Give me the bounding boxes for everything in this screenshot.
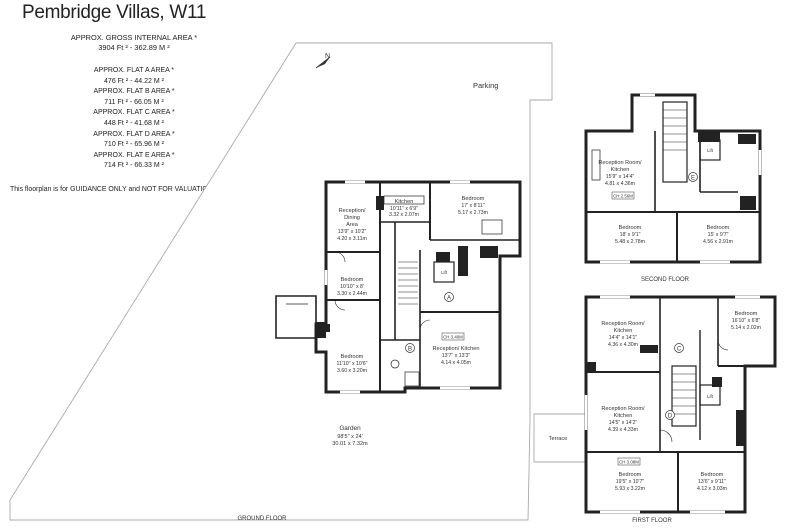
flat-e-value: 714 Ft ² - 66.33 M ² (104, 162, 164, 170)
first-floor-label: FIRST FLOOR (632, 518, 672, 524)
room-dimension: 4.20 x 3.11m (337, 236, 367, 242)
room-dimension: 19'5" x 10'7" (616, 479, 645, 485)
room-name: Kitchen (611, 167, 630, 173)
ceiling-height-label: CH 3.08M (619, 460, 639, 465)
flat-b-label: APPROX. FLAT B AREA * (93, 88, 175, 96)
room-dimension: 5.93 x 3.22m (615, 486, 645, 492)
room-dimension: 10'10" x 8' (340, 284, 364, 290)
room-dimension: 4.39 x 4.33m (608, 427, 638, 433)
lift-label: Lift (441, 270, 448, 275)
room-name: Reception Room/ (601, 321, 645, 327)
flat-e-marker: E (691, 176, 695, 182)
room-dimension: 4.12 x 3.03m (697, 486, 727, 492)
compass-letter: N (325, 53, 330, 60)
flat-a-label: APPROX. FLAT A AREA * (93, 67, 175, 74)
flat-d-marker: D (668, 414, 673, 420)
room-name: Bedroom (341, 277, 364, 283)
room-name: Kitchen (614, 413, 633, 419)
ceiling-height-label: CH 3.40M (443, 335, 463, 340)
room-name: Dining (344, 215, 360, 221)
parking-label: Parking (473, 81, 498, 90)
page-title: Pembridge Villas, W11 (22, 2, 207, 23)
room-dimension: 11'10" x 10'6" (337, 361, 368, 367)
disclaimer-text: This floorplan is for GUIDANCE ONLY and … (10, 186, 245, 193)
room-dimension: 15' x 9'7" (708, 232, 729, 238)
flat-b-value: 711 Ft ² - 66.05 M ² (104, 98, 164, 106)
ceiling-height-label: CH 2.56M (613, 194, 633, 199)
room-name: Bedroom (619, 225, 642, 231)
flat-b-marker: B (408, 347, 412, 353)
room-name: Reception Room/ (598, 160, 642, 166)
room-dimension: 13'9" x 10'2" (338, 229, 367, 235)
room-name: Bedroom (701, 472, 724, 478)
ground-floor-plan (275, 180, 522, 394)
room-dimension: 15'9" x 14'4" (606, 174, 635, 180)
second-floor-label: SECOND FLOOR (641, 277, 690, 283)
room-dimension: 4.14 x 4.05m (441, 360, 471, 366)
room-dimension: 3.30 x 2.44m (337, 291, 367, 297)
garden-label: Garden (339, 425, 361, 432)
site-boundary (9, 42, 553, 521)
garden-dimension: 98'5" x 24' (337, 434, 363, 440)
room-name: Bedroom (462, 196, 485, 202)
room-name: Reception/ (339, 208, 366, 214)
flat-c-marker: C (677, 347, 682, 353)
room-name: Bedroom (619, 472, 642, 478)
room-dimension: 10'11" x 6'9" (390, 206, 418, 212)
room-name: Bedroom (707, 225, 730, 231)
flat-area-list: APPROX. FLAT A AREA * 476 Ft ² - 44.22 M… (0, 66, 268, 172)
flat-e-label: APPROX. FLAT E AREA * (93, 151, 175, 159)
terrace-label: Terrace (549, 436, 568, 442)
room-dimension: 4.36 x 4.30m (608, 342, 638, 348)
room-name: Kitchen (395, 199, 414, 205)
room-name: Bedroom (341, 354, 364, 360)
room-dimension: 14'4" x 14'1" (609, 335, 638, 341)
flat-a-marker: A (447, 296, 451, 302)
flat-c-label: APPROX. FLAT C AREA * (93, 109, 175, 117)
room-dimension: 13'7" x 13'3" (442, 353, 471, 359)
room-dimension: 5.14 x 2.02m (731, 325, 761, 331)
room-dimension: 4.56 x 2.91m (703, 239, 733, 245)
gross-area-label: APPROX. GROSS INTERNAL AREA * (70, 33, 198, 42)
gross-area-block: APPROX. GROSS INTERNAL AREA * 3904 Ft ² … (0, 33, 268, 53)
first-floor-plan (584, 295, 777, 514)
room-dimension: 14'5" x 14'2" (609, 420, 638, 426)
lift-label: Lift (707, 148, 714, 153)
room-name: Area (346, 222, 359, 228)
lift-label: Lift (707, 394, 714, 399)
flat-a-value: 476 Ft ² - 44.22 M ² (104, 77, 164, 85)
room-dimension: 3.32 x 2.07m (389, 212, 419, 218)
compass-icon: N (315, 53, 331, 69)
room-dimension: 3.60 x 3.20m (337, 368, 367, 374)
room-dimension: 5.17 x 2.73m (458, 210, 488, 216)
room-dimension: 16'10" x 6'8" (732, 318, 761, 324)
room-dimension: 4.81 x 4.36m (605, 181, 635, 187)
second-floor-plan (584, 93, 762, 264)
room-dimension: 18' x 9'1" (620, 232, 641, 238)
first-floor-labels: Reception Room/ Kitchen 14'4" x 14'1" 4.… (601, 311, 761, 492)
flat-d-label: APPROX. FLAT D AREA * (93, 130, 175, 138)
gross-area-value: 3904 Ft ² - 362.89 M ² (98, 43, 170, 52)
room-name: Reception Room/ (601, 406, 645, 412)
room-dimension: 13'6" x 9'11" (698, 479, 726, 485)
flat-c-value: 448 Ft ² - 41.68 M ² (104, 119, 164, 127)
garden-dimension: 30.01 x 7.32m (332, 441, 368, 447)
room-name: Bedroom (735, 311, 758, 317)
flat-d-value: 710 Ft ² - 65.96 M ² (104, 141, 164, 149)
ground-floor-labels: Reception/ Dining Area 13'9" x 10'2" 4.2… (337, 196, 488, 374)
ground-floor-label: GROUND FLOOR (237, 516, 287, 522)
second-floor-labels: Reception Room/ Kitchen 15'9" x 14'4" 4.… (598, 148, 733, 245)
room-name: Reception/ Kitchen (433, 346, 480, 352)
room-dimension: 5.48 x 2.78m (615, 239, 645, 245)
room-dimension: 17' x 8'11" (461, 203, 484, 209)
room-name: Kitchen (614, 328, 633, 334)
